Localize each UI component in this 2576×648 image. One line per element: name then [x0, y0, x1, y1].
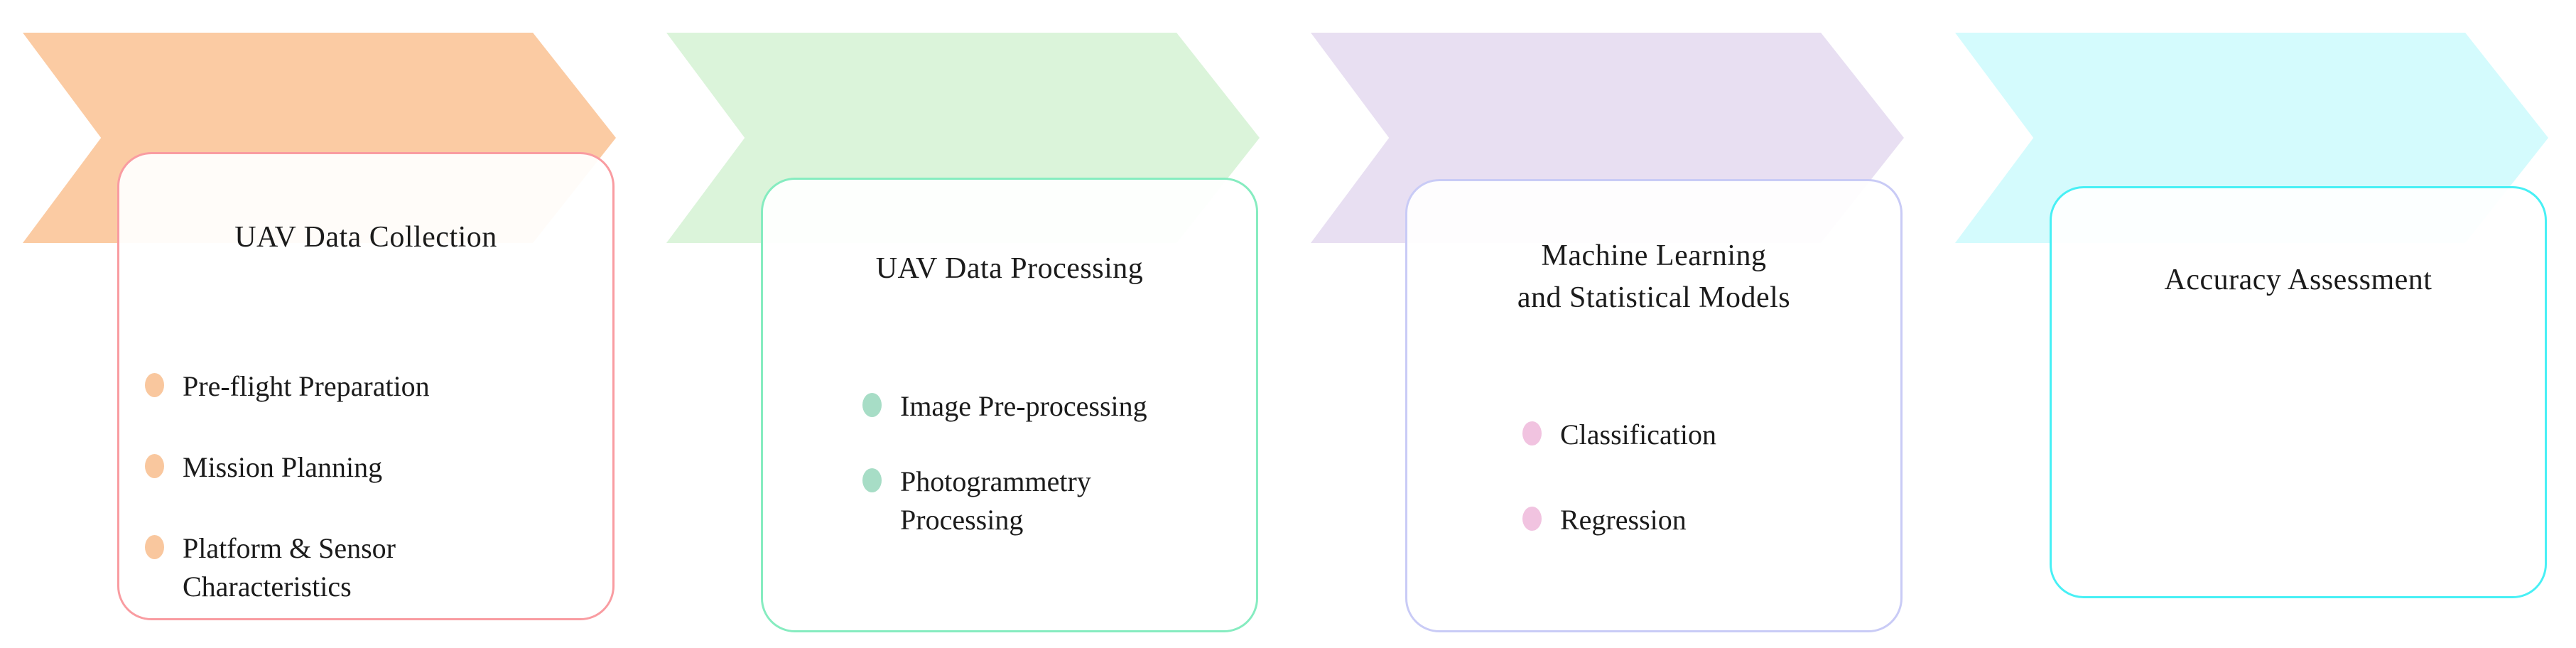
stage-card: Accuracy Assessment	[2050, 186, 2547, 598]
list-item: Photogrammetry Processing	[862, 463, 1147, 539]
stage-machine-learning-models: Machine Learning and Statistical Models …	[1288, 0, 1932, 648]
bullet-dot-icon	[862, 468, 882, 492]
stage-title: Accuracy Assessment	[2164, 264, 2432, 296]
bullet-dot-icon	[862, 393, 882, 417]
list-item: Pre-flight Preparation	[145, 367, 430, 406]
bullet-dot-icon	[145, 373, 164, 397]
bullet-dot-icon	[145, 535, 164, 559]
list-item: Regression	[1522, 501, 1716, 539]
list-item: Classification	[1522, 416, 1716, 454]
bullet-label: Photogrammetry Processing	[900, 465, 1091, 536]
bullet-label: Mission Planning	[183, 451, 383, 483]
stage-uav-data-processing: UAV Data Processing Image Pre-processing…	[644, 0, 1287, 648]
list-item: Platform & Sensor Characteristics	[145, 529, 430, 606]
bullet-list: Image Pre-processing Photogrammetry Proc…	[862, 387, 1147, 539]
bullet-label: Image Pre-processing	[900, 390, 1147, 422]
stage-title: Machine Learning and Statistical Models	[1517, 239, 1791, 314]
bullet-label: Regression	[1560, 504, 1687, 536]
bullet-label: Pre-flight Preparation	[183, 370, 430, 402]
stage-card: UAV Data Processing Image Pre-processing…	[761, 178, 1258, 632]
bullet-label: Platform & Sensor Characteristics	[183, 532, 396, 603]
bullet-list: Classification Regression	[1522, 416, 1716, 539]
bullet-dot-icon	[1522, 421, 1542, 446]
stage-uav-data-collection: UAV Data Collection Pre-flight Preparati…	[0, 0, 644, 648]
stage-card: Machine Learning and Statistical Models …	[1405, 179, 1903, 632]
stage-accuracy-assessment: Accuracy Assessment	[1932, 0, 2576, 648]
bullet-dot-icon	[1522, 507, 1542, 531]
bullet-list: Pre-flight Preparation Mission Planning …	[145, 367, 430, 606]
stage-card: UAV Data Collection Pre-flight Preparati…	[117, 152, 615, 620]
bullet-label: Classification	[1560, 418, 1716, 450]
bullet-dot-icon	[145, 454, 164, 478]
stage-title: UAV Data Collection	[234, 221, 497, 254]
stage-title: UAV Data Processing	[875, 252, 1144, 285]
list-item: Mission Planning	[145, 448, 430, 487]
list-item: Image Pre-processing	[862, 387, 1147, 426]
